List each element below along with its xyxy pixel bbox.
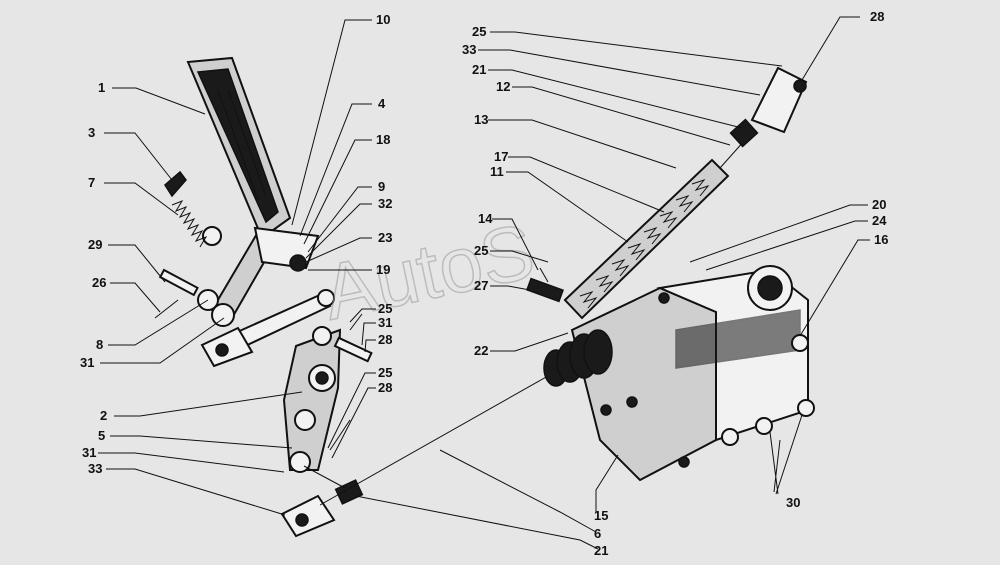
lower-nut xyxy=(334,479,364,505)
booster-cap-inner xyxy=(757,275,783,301)
upper-fork-hole xyxy=(215,343,229,357)
housing-bolt-2 xyxy=(626,396,638,408)
callout-11: 11 xyxy=(490,164,504,179)
lever-pivot-lower xyxy=(211,303,235,327)
callout-1: 1 xyxy=(98,80,105,95)
callout-33-low: 33 xyxy=(88,461,102,476)
mount-stud-4 xyxy=(721,428,739,446)
callout-24: 24 xyxy=(872,213,887,228)
crank-cotter xyxy=(349,313,363,331)
pin-rod xyxy=(158,268,199,297)
callout-7: 7 xyxy=(88,175,95,190)
lower-fork-hole xyxy=(295,513,309,527)
watermark: AutoS xyxy=(315,206,541,336)
upper-fork-end xyxy=(317,289,335,307)
callout-15: 15 xyxy=(594,508,608,523)
callout-8: 8 xyxy=(96,337,103,352)
lower-rod xyxy=(280,371,556,538)
callout-19: 19 xyxy=(376,262,390,277)
mount-stud-2 xyxy=(797,399,815,417)
pedal-assembly xyxy=(154,56,320,327)
pedal-plate-ridges xyxy=(217,89,267,201)
callout-labels: 1 3 7 29 26 8 31 10 4 18 9 32 23 19 25 3… xyxy=(80,9,888,558)
mount-stud-1 xyxy=(791,334,809,352)
housing-bolt-4 xyxy=(678,456,690,468)
lower-fork xyxy=(280,494,336,538)
callout-2: 2 xyxy=(100,408,107,423)
callout-25-top: 25 xyxy=(472,24,486,39)
crank-bolt xyxy=(333,336,373,363)
callout-21-top: 21 xyxy=(472,62,486,77)
lower-link xyxy=(303,465,346,489)
callout-31-low: 31 xyxy=(82,445,96,460)
dust-boot xyxy=(543,329,613,387)
booster-unit xyxy=(543,265,815,482)
mount-stud-3 xyxy=(755,417,773,435)
callout-9: 9 xyxy=(378,179,385,194)
callout-14: 14 xyxy=(478,211,493,226)
bell-crank xyxy=(282,313,373,473)
callout-31-left: 31 xyxy=(80,355,94,370)
bell-crank-body xyxy=(282,328,342,471)
long-rod xyxy=(319,371,556,506)
housing-bolt-3 xyxy=(658,292,670,304)
callout-10: 10 xyxy=(376,12,390,27)
callout-3: 3 xyxy=(88,125,95,140)
cylinder-cotter xyxy=(539,267,549,283)
spring-hook xyxy=(164,170,187,198)
bell-crank-upper-hole xyxy=(315,371,329,385)
cotter-pin xyxy=(154,299,179,319)
spring-cylinder-coil xyxy=(579,178,710,309)
callout-13: 13 xyxy=(474,112,488,127)
bracket-bolt xyxy=(289,254,307,272)
spring-cylinder xyxy=(526,66,808,320)
booster-housing xyxy=(570,286,717,482)
callout-28-top: 28 xyxy=(870,9,884,24)
callout-28-mid: 28 xyxy=(378,332,392,347)
bell-crank-top-eye xyxy=(312,326,332,346)
callout-25-right: 25 xyxy=(474,243,488,258)
upper-fork-28 xyxy=(750,66,808,134)
callout-32: 32 xyxy=(378,196,392,211)
cylinder-bracket xyxy=(526,277,564,303)
callout-22: 22 xyxy=(474,343,488,358)
cylinder-locknut xyxy=(729,118,759,148)
callout-25-low: 25 xyxy=(378,365,392,380)
callout-12: 12 xyxy=(496,79,510,94)
callout-31-mid: 31 xyxy=(378,315,392,330)
callout-25-mid: 25 xyxy=(378,301,392,316)
callout-5: 5 xyxy=(98,428,105,443)
callout-20: 20 xyxy=(872,197,886,212)
return-spring xyxy=(171,199,208,248)
upper-fork-28-pin xyxy=(793,79,807,93)
callout-21-bottom: 21 xyxy=(594,543,608,558)
bell-crank-lower-eye xyxy=(289,451,311,473)
callout-27: 27 xyxy=(474,278,488,293)
callout-17: 17 xyxy=(494,149,508,164)
bell-crank-mid-eye xyxy=(294,409,316,431)
housing-bolt-1 xyxy=(600,404,612,416)
callout-26: 26 xyxy=(92,275,106,290)
callout-18: 18 xyxy=(376,132,390,147)
callout-33-top: 33 xyxy=(462,42,476,57)
crank-lower-cotter xyxy=(329,419,351,451)
callout-16: 16 xyxy=(874,232,888,247)
callout-23: 23 xyxy=(378,230,392,245)
callout-28-low: 28 xyxy=(378,380,392,395)
callout-6: 6 xyxy=(594,526,601,541)
bracket-nut xyxy=(202,226,222,246)
callout-4: 4 xyxy=(378,96,386,111)
callout-29: 29 xyxy=(88,237,102,252)
upper-link xyxy=(200,289,335,368)
callout-30: 30 xyxy=(786,495,800,510)
leader-lines xyxy=(98,16,870,550)
